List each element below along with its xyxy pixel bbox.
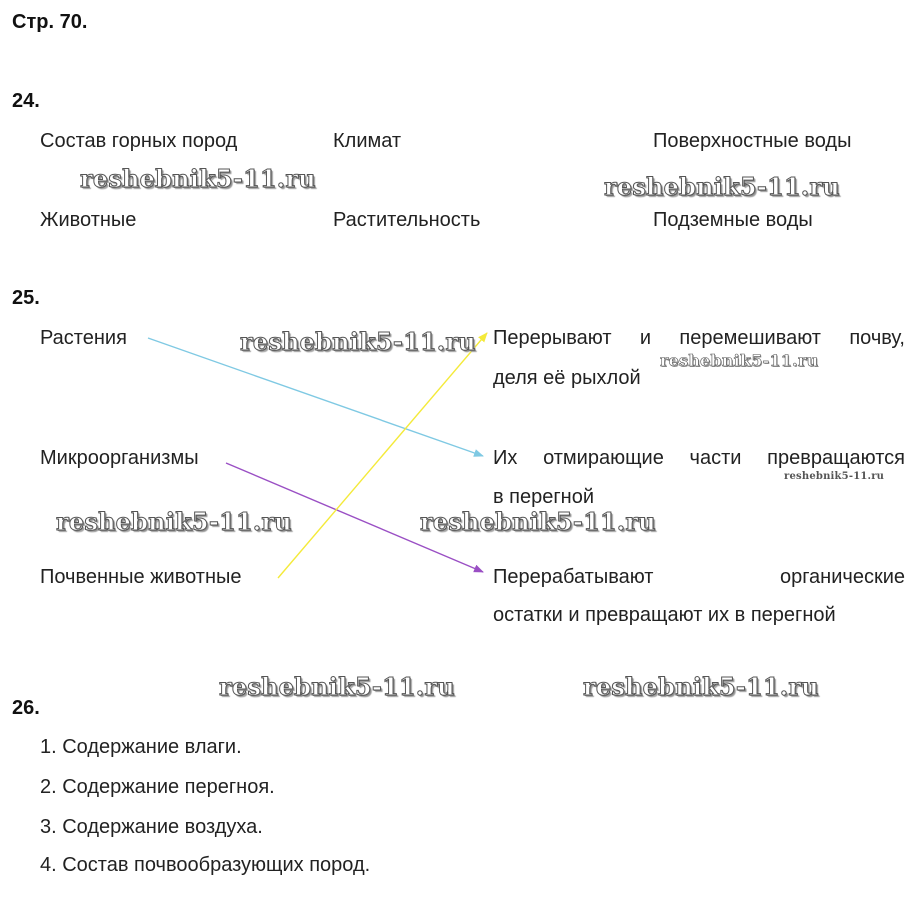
right-item-3-line1: Перерабатывают органические [493,566,905,588]
left-item-plants: Растения [40,327,127,349]
list-item-moisture: 1. Содержание влаги. [40,736,242,758]
right-item-2-line2: в перегной [493,486,595,508]
arrow-microorganisms-to-processing [225,462,484,573]
list-item-humus: 2. Содержание перегноя. [40,776,275,798]
list-item-parent-rock: 4. Состав почвообразующих пород. [40,854,371,876]
watermark: reshebnik5-11.ru [80,164,317,194]
left-item-microorganisms: Микроорганизмы [40,447,199,469]
right-item-2-line1: Их отмирающие части превращаются [493,447,905,469]
arrow-plants-to-humus [147,337,484,457]
watermark: reshebnik5-11.ru [240,327,477,357]
task-25-number: 25. [12,287,40,309]
watermark: reshebnik5-11.ru [583,672,820,702]
right-item-3-line2: остатки и превращают их в перегной [493,604,836,626]
factor-rock-composition: Состав горных пород [40,130,238,152]
factor-animals: Животные [40,209,137,231]
page-number-heading: Стр. 70. [12,11,88,33]
factor-surface-water: Поверхностные воды [653,130,852,152]
arrow-soil-animals-to-mixing [277,332,488,579]
watermark: reshebnik5-11.ru [660,351,819,371]
watermark: reshebnik5-11.ru [420,507,657,537]
factor-groundwater: Подземные воды [653,209,813,231]
task-24-number: 24. [12,90,40,112]
watermark: reshebnik5-11.ru [784,471,885,482]
factor-climate: Климат [333,130,402,152]
watermark: reshebnik5-11.ru [219,672,456,702]
watermark: reshebnik5-11.ru [604,172,841,202]
right-item-1-line1: Перерывают и перемешивают почву, [493,327,905,349]
left-item-soil-animals: Почвенные животные [40,566,242,588]
task-26-number: 26. [12,697,40,719]
right-item-1-line2: деля её рыхлой [493,367,641,389]
watermark: reshebnik5-11.ru [56,507,293,537]
factor-vegetation: Растительность [333,209,481,231]
list-item-air: 3. Содержание воздуха. [40,816,263,838]
